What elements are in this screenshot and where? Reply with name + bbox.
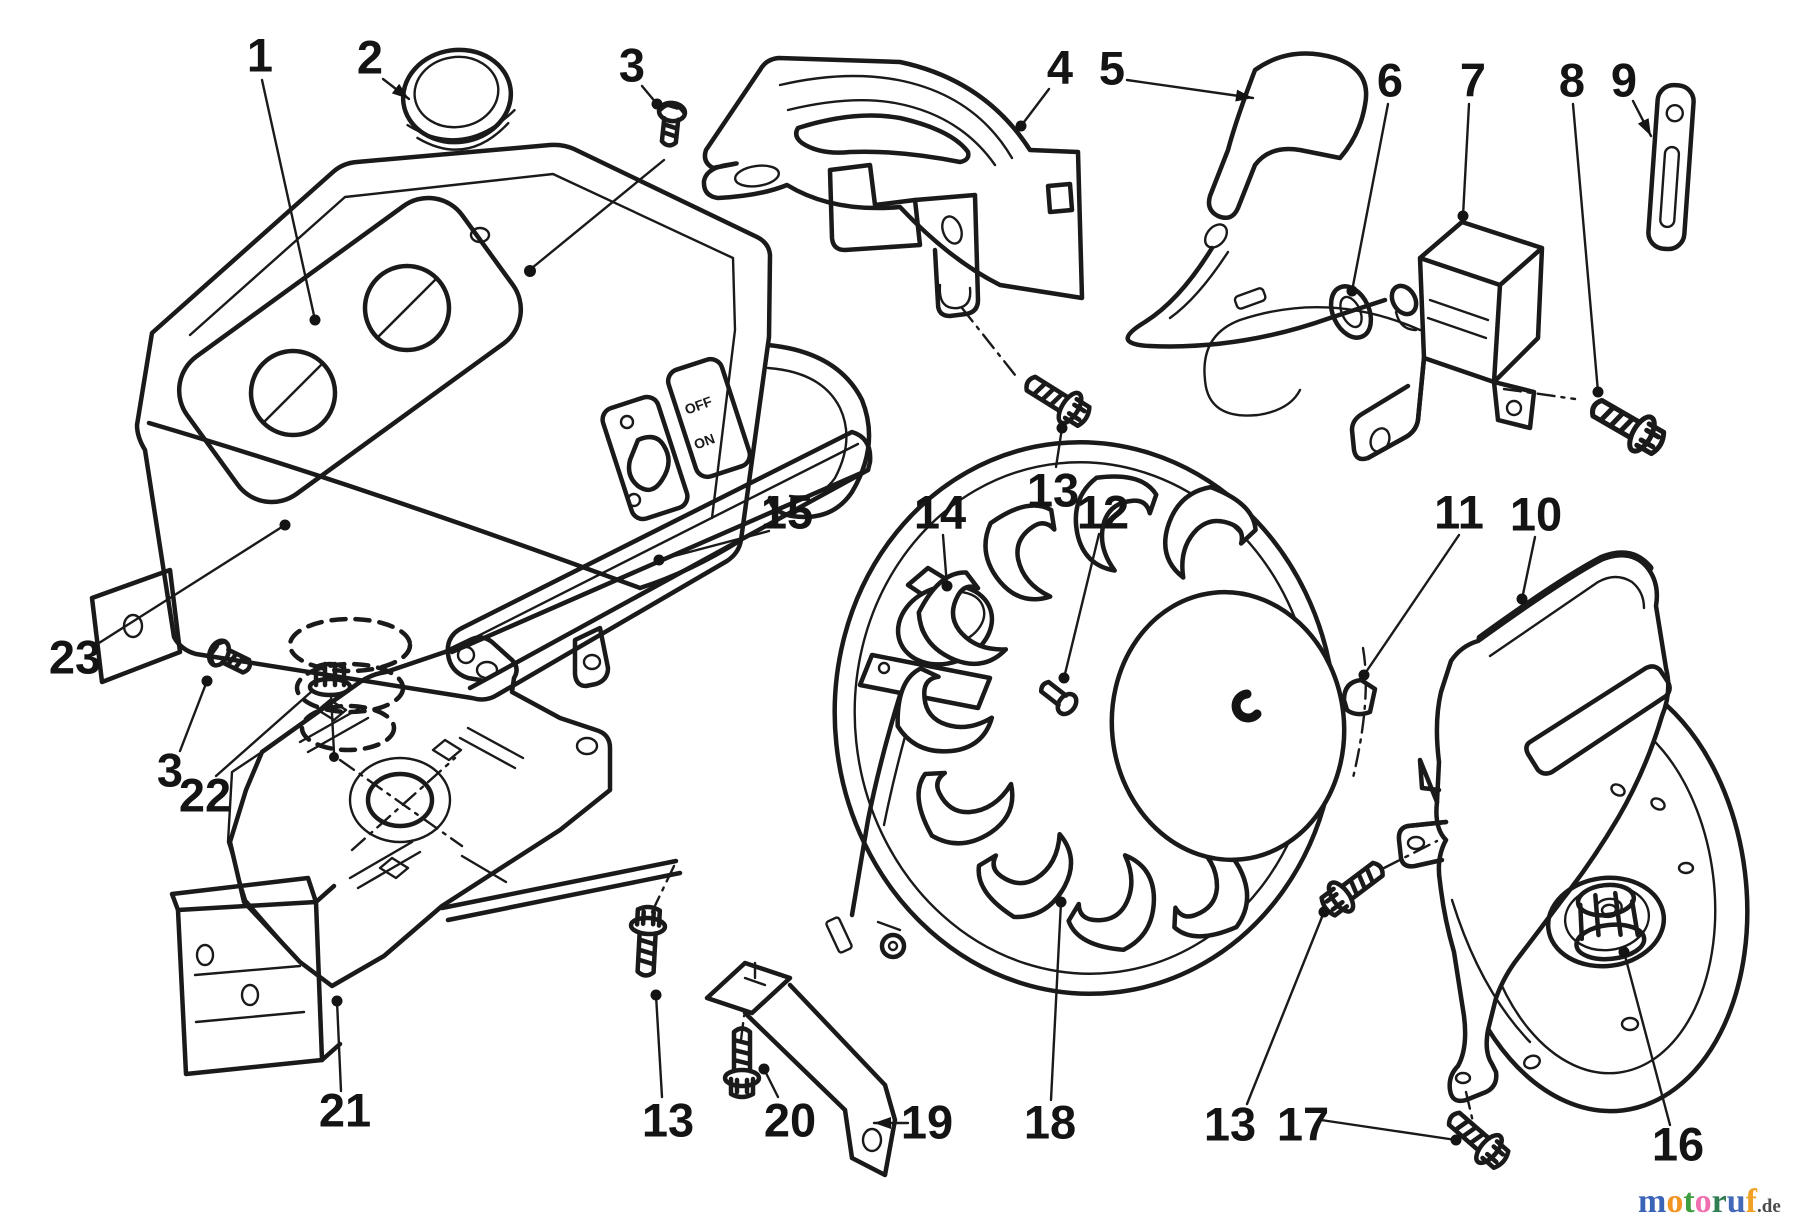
tank-opening-left [248,348,338,438]
crankshaft-opening [365,771,435,829]
callout-18-17: 18 [1024,896,1076,1149]
kill-wire-terminal [1233,287,1267,310]
switch-wire [849,692,903,918]
callout-6-5: 6 [1346,54,1403,297]
blower-housing [1396,550,1695,1124]
ignition-coil [1203,219,1577,462]
fuel-tank-housing: OFF ON [89,142,872,753]
callout-label-13: 13 [1027,464,1079,517]
housing-vent-slot [1524,664,1672,776]
callout-label-8: 8 [1559,54,1585,107]
callout-10-9: 10 [1510,488,1562,605]
callout-label-21: 21 [319,1084,371,1137]
woodruff-key [1341,677,1378,717]
callout-14-13: 14 [914,486,966,592]
flywheel-nut [1574,882,1647,962]
callout-label-22: 22 [179,769,231,822]
screw-3-lower [205,637,255,679]
flywheel-hub [1109,589,1347,863]
callout-label-12: 12 [1077,486,1129,539]
callout-label-20: 20 [764,1094,816,1147]
fuel-filler-neck [287,616,413,753]
engine-base-plate [169,635,683,1077]
switch-label-on: ON [692,430,717,452]
callout-label-2: 2 [357,31,383,84]
coil-tower [1389,283,1419,332]
callout-label-13: 13 [1204,1098,1256,1151]
callout-12-11: 12 [1058,486,1129,684]
flywheel [832,440,1378,996]
callout-label-4: 4 [1047,41,1073,94]
callout-label-9: 9 [1611,54,1637,107]
housing-side-lug [1396,819,1449,869]
callout-9-8: 9 [1611,54,1653,138]
callout-11-10: 11 [1358,486,1484,681]
engine-stop-switch [825,565,995,960]
support-bracket [704,960,898,1178]
callout-7-6: 7 [1457,54,1486,222]
callout-label-17: 17 [1277,1098,1329,1151]
on-off-label-plate: OFF ON [665,356,753,480]
callout-13-21: 13 [642,989,694,1147]
callout-label-18: 18 [1024,1096,1076,1149]
grommet [1328,284,1374,340]
callout-label-3: 3 [157,744,183,797]
callout-2-1: 2 [357,31,411,101]
coil-bracket [1349,355,1537,462]
ground-strap [1646,82,1696,252]
callout-label-6: 6 [1377,54,1403,107]
callout-label-14: 14 [914,486,966,539]
callout-label-3: 3 [619,39,645,92]
callout-label-13: 13 [642,1094,694,1147]
callout-8-7: 8 [1559,54,1604,398]
flange-nut [307,661,353,698]
callout-23-24: 23 [49,519,291,684]
pivot-pin [1036,677,1080,718]
callout-label-1: 1 [247,29,273,82]
callout-19-18: 19 [872,1096,953,1149]
tank-screw-hole [469,226,491,244]
callout-label-5: 5 [1099,42,1125,95]
switch-label-off: OFF [682,393,714,418]
brand-logo: motoruf.de [1638,1183,1781,1220]
callout-label-16: 16 [1652,1118,1704,1171]
callout-label-23: 23 [49,631,101,684]
coil-bolt [1584,390,1669,461]
callout-1-0: 1 [247,29,321,326]
callout-16-15: 16 [1618,946,1704,1171]
callout-22-23: 22 [179,690,313,822]
fuel-cap [400,47,516,151]
callout-label-7: 7 [1460,54,1486,107]
screw-13-top [1019,367,1095,432]
callout-21-20: 21 [319,995,371,1137]
callout-15-14: 15 [653,486,813,566]
kill-wire [1203,305,1422,417]
callout-label-10: 10 [1510,488,1562,541]
wire-terminals [825,916,907,960]
mounting-box-bracket [169,875,343,1077]
shield-mount-tab [912,192,981,319]
callout-label-11: 11 [1434,486,1484,539]
callout-13-12: 13 [1027,422,1079,517]
tank-opening-right [362,263,452,353]
callout-20-19: 20 [758,1063,816,1147]
callout-5-4: 5 [1099,42,1255,102]
heat-shield [701,55,1085,382]
callout-label-15: 15 [761,486,813,539]
stop-switch-plate [600,394,690,522]
callout-3-25: 3 [157,675,213,797]
ignition-wire [1125,245,1388,349]
callout-13-22: 13 [1204,906,1330,1151]
callout-3-2: 3 [619,39,663,110]
spark-plug-boot [1125,51,1388,349]
callout-label-19: 19 [901,1096,953,1149]
hub-keyway-mark [1231,689,1262,723]
callout-4-3: 4 [1015,41,1073,132]
screw-13-left [628,906,666,976]
callout-17-16: 17 [1277,1098,1462,1151]
